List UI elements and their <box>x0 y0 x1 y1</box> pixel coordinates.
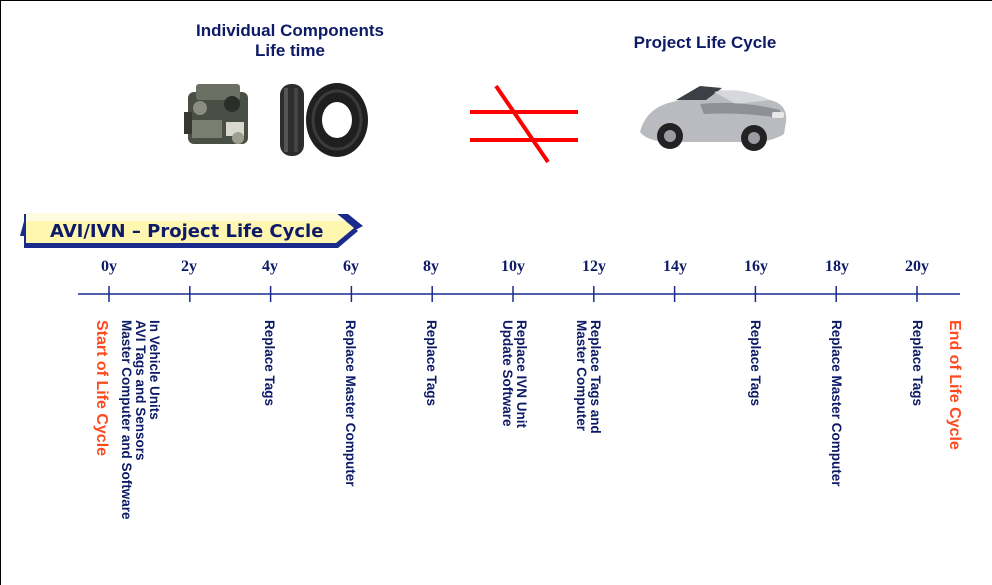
components-lifetime-title: Individual Components Life time <box>196 21 384 60</box>
event-20y: Replace Tags <box>910 320 925 407</box>
year-label: 10y <box>501 258 525 275</box>
project-life-cycle-title: Project Life Cycle <box>633 33 777 52</box>
event-6y: Replace Master Computer <box>343 320 358 487</box>
timeline-ticks <box>108 286 918 302</box>
year-label: 4y <box>262 258 278 275</box>
year-label: 8y <box>423 258 439 275</box>
year-label: 12y <box>582 258 606 275</box>
end-of-life-cycle: End of Life Cycle <box>946 320 963 450</box>
year-label: 6y <box>343 258 359 275</box>
year-label: 16y <box>744 258 768 275</box>
banner-label: AVI/IVN – Project Life Cycle <box>50 221 324 242</box>
illustrations <box>184 83 787 164</box>
event-12y: Replace Tags and Master Computer <box>574 320 603 434</box>
event-16y: Replace Tags <box>748 320 763 407</box>
year-label: 14y <box>663 258 687 275</box>
event-8y: Replace Tags <box>424 320 439 407</box>
banner-arrow <box>20 213 363 248</box>
car-icon <box>640 86 787 151</box>
event-18y: Replace Master Computer <box>829 320 844 487</box>
tire-icon <box>280 83 368 157</box>
timeline-axis <box>78 286 960 302</box>
start-of-life-cycle: Start of Life Cycle <box>93 320 110 457</box>
year-label: 20y <box>905 258 929 275</box>
year-label: 18y <box>825 258 849 275</box>
event-10y: Replace IVN Unit Update Software <box>500 320 529 429</box>
event-0y: In Vehicle Units AVI Tags and Sensors Ma… <box>119 320 162 520</box>
engine-icon <box>184 84 248 144</box>
year-label: 0y <box>101 258 117 275</box>
not-equal-icon <box>470 84 578 164</box>
year-label: 2y <box>181 258 197 275</box>
event-4y: Replace Tags <box>262 320 277 407</box>
